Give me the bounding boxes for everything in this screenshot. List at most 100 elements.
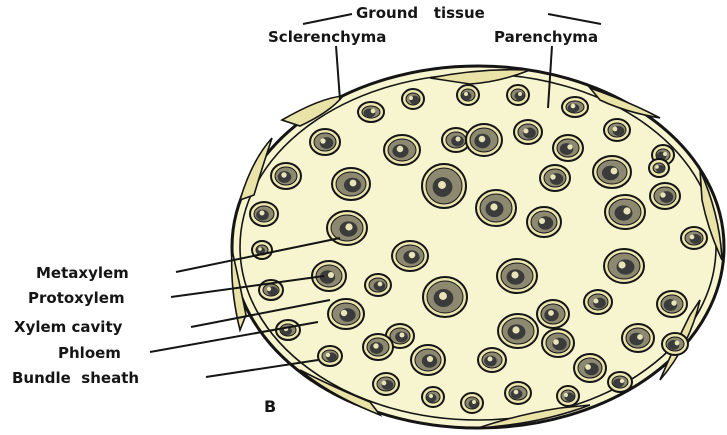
- xylem-cavity-spot: [341, 310, 347, 316]
- figure-letter: B: [264, 397, 276, 416]
- vascular-bundle: [497, 259, 537, 293]
- vascular-bundle: [457, 85, 479, 105]
- xylem-cavity-spot: [564, 393, 568, 397]
- xylem-cavity-spot: [399, 332, 404, 337]
- xylem-cavity-spot: [455, 136, 460, 141]
- xylem-cavity-spot: [267, 287, 271, 291]
- xylem-cavity-spot: [550, 174, 555, 179]
- vascular-bundle: [662, 333, 688, 355]
- vascular-bundle: [593, 156, 631, 188]
- vascular-bundle: [276, 320, 300, 340]
- vascular-bundle: [649, 159, 669, 177]
- vascular-bundle: [553, 135, 583, 161]
- vascular-bundle: [478, 348, 506, 372]
- xylem-cavity-spot: [512, 326, 519, 333]
- vascular-bundle: [657, 291, 687, 317]
- label-protoxylem: Protoxylem: [28, 289, 125, 307]
- xylem-cavity-spot: [328, 272, 334, 278]
- vascular-bundle: [422, 387, 444, 407]
- vascular-bundle: [384, 135, 420, 165]
- xylem-cavity-spot: [663, 152, 667, 156]
- vascular-bundle: [542, 329, 574, 357]
- label-sclerenchyma: Sclerenchyma: [268, 28, 386, 46]
- xylem-cavity-spot: [523, 128, 528, 133]
- xylem-cavity-spot: [371, 109, 376, 114]
- vascular-bundle: [540, 165, 570, 191]
- xylem-cavity-spot: [618, 261, 625, 268]
- vascular-bundle: [461, 393, 483, 413]
- vascular-bundle: [422, 164, 466, 208]
- xylem-cavity-spot: [487, 356, 492, 361]
- xylem-cavity-spot: [409, 252, 415, 258]
- vascular-bundle: [271, 163, 301, 189]
- vascular-bundle: [310, 129, 340, 155]
- xylem-cavity-spot: [548, 310, 554, 316]
- vascular-bundle: [423, 277, 467, 317]
- xylem-cavity-spot: [397, 146, 403, 152]
- xylem-cavity-spot: [613, 127, 618, 132]
- xylem-cavity-spot: [660, 192, 665, 197]
- xylem-cavity-spot: [258, 247, 262, 251]
- vascular-bundle: [650, 183, 680, 209]
- xylem-cavity-spot: [571, 104, 576, 109]
- xylem-cavity-spot: [345, 223, 352, 230]
- vascular-bundle: [466, 124, 502, 156]
- label-metaxylem: Metaxylem: [36, 264, 129, 282]
- vascular-bundle: [318, 346, 342, 366]
- vascular-bundle: [584, 290, 612, 314]
- xylem-cavity-spot: [553, 339, 559, 345]
- label-phloem: Phloem: [58, 344, 121, 362]
- xylem-cavity-spot: [637, 334, 643, 340]
- vascular-bundle: [514, 120, 542, 144]
- xylem-cavity-spot: [518, 92, 522, 96]
- xylem-cavity-spot: [479, 136, 485, 142]
- xylem-cavity-spot: [472, 400, 476, 404]
- xylem-cavity-spot: [585, 364, 591, 370]
- vascular-bundle: [527, 207, 561, 237]
- xylem-cavity-spot: [514, 390, 519, 395]
- vascular-bundle: [574, 354, 606, 382]
- label-parenchyma: Parenchyma: [494, 28, 598, 46]
- sclerenchyma-leader: [336, 46, 340, 100]
- xylem-cavity-spot: [620, 379, 624, 383]
- xylem-cavity-spot: [611, 168, 618, 175]
- vascular-bundle: [373, 373, 399, 395]
- vascular-bundle: [562, 97, 588, 117]
- xylem-cavity-spot: [350, 180, 357, 187]
- xylem-cavity-spot: [539, 218, 545, 224]
- vascular-bundle: [363, 334, 393, 360]
- stem-cross-section: [232, 66, 724, 428]
- vascular-bundle: [250, 202, 278, 226]
- xylem-cavity-spot: [567, 144, 572, 149]
- vascular-bundle: [605, 195, 645, 229]
- vascular-bundle: [608, 372, 632, 392]
- xylem-cavity-spot: [675, 341, 680, 346]
- xylem-cavity-spot: [439, 292, 447, 300]
- label-xylem-cavity: Xylem cavity: [14, 318, 123, 336]
- ground-tissue-brace-right: [548, 14, 601, 24]
- xylem-cavity-spot: [511, 271, 518, 278]
- xylem-cavity-spot: [378, 282, 383, 287]
- vascular-bundle: [476, 190, 516, 226]
- vascular-bundle: [332, 168, 370, 200]
- xylem-cavity-spot: [429, 394, 433, 398]
- vascular-bundle: [557, 386, 579, 406]
- vascular-bundle: [328, 299, 364, 329]
- xylem-cavity-spot: [490, 203, 497, 210]
- xylem-cavity-spot: [409, 96, 413, 100]
- xylem-cavity-spot: [382, 381, 387, 386]
- xylem-cavity-spot: [690, 235, 695, 240]
- xylem-cavity-spot: [373, 343, 378, 348]
- xylem-cavity-spot: [464, 92, 468, 96]
- vascular-bundle: [411, 345, 445, 375]
- vascular-bundle: [681, 227, 707, 249]
- vascular-bundle: [498, 314, 538, 348]
- xylem-cavity-spot: [655, 165, 659, 169]
- vascular-bundle: [365, 274, 391, 296]
- label-ground-tissue: Ground tissue: [356, 4, 485, 22]
- xylem-cavity-spot: [438, 181, 446, 189]
- vascular-bundle: [392, 241, 428, 271]
- xylem-cavity-spot: [593, 298, 598, 303]
- xylem-cavity-spot: [623, 207, 630, 214]
- vascular-bundle: [604, 119, 630, 141]
